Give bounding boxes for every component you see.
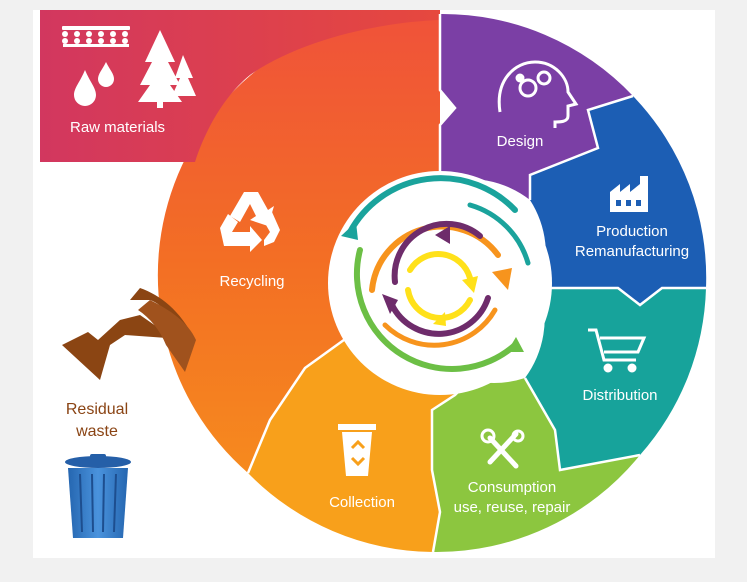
label-residual: Residual	[66, 401, 128, 418]
cycle-arrows-icon	[341, 175, 531, 372]
recycle-bin-icon	[338, 424, 376, 476]
head-gears-icon	[497, 60, 579, 128]
label-raw-materials: Raw materials	[70, 119, 165, 136]
residual-arrow-highlight	[138, 300, 196, 372]
segment-consumption[interactable]	[432, 378, 640, 553]
shopping-cart-icon	[588, 328, 647, 373]
label-collection: Collection	[329, 494, 395, 511]
label-design: Design	[497, 133, 544, 150]
wheat-icon	[62, 26, 130, 47]
label-use-reuse-repair: use, reuse, repair	[454, 499, 571, 516]
label-distribution: Distribution	[582, 387, 657, 404]
recycle-icon	[220, 192, 280, 252]
segment-distribution[interactable]	[525, 288, 706, 470]
tree-icon	[138, 30, 196, 108]
segment-raw-materials[interactable]	[40, 10, 440, 162]
label-recycling: Recycling	[219, 273, 284, 290]
label-remanufacturing: Remanufacturing	[575, 243, 689, 260]
tools-icon	[480, 428, 525, 469]
label-waste: waste	[75, 423, 118, 440]
center-circle	[328, 171, 552, 395]
label-consumption: Consumption	[468, 479, 556, 496]
segment-dividers	[246, 14, 706, 553]
segment-design[interactable]	[440, 13, 633, 200]
segment-recycling[interactable]	[157, 13, 440, 474]
trash-can-icon	[65, 454, 131, 538]
residual-arrow	[62, 288, 195, 380]
water-drop-icon	[74, 62, 114, 106]
label-production: Production	[596, 223, 668, 240]
factory-icon	[610, 176, 648, 212]
